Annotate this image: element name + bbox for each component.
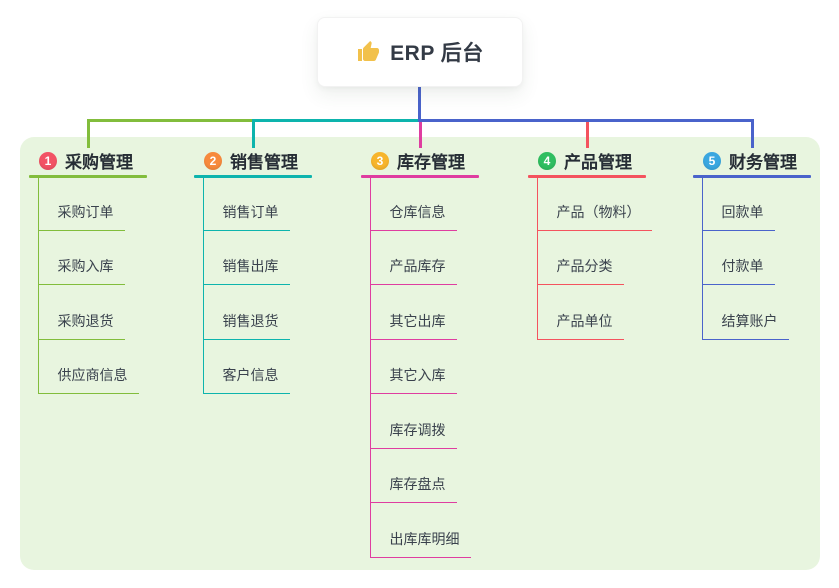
branch-node[interactable]: 4 产品管理 xyxy=(528,146,646,175)
connector-segment xyxy=(418,119,754,122)
branch-column: 3 库存管理 仓库信息 产品库存 其它出库 其它入库 库存调拨 库存盘点 出库库… xyxy=(361,146,479,558)
child-node[interactable]: 结算账户 xyxy=(702,285,789,340)
child-node-label: 采购订单 xyxy=(57,203,114,220)
child-node[interactable]: 销售出库 xyxy=(203,231,290,285)
child-node[interactable]: 产品分类 xyxy=(537,231,624,285)
branch-number-badge: 4 xyxy=(538,151,556,170)
child-node-label: 销售订单 xyxy=(222,203,279,220)
child-node[interactable]: 出库库明细 xyxy=(370,503,471,558)
child-node-label: 产品分类 xyxy=(556,258,613,274)
branch-label: 销售管理 xyxy=(230,153,298,172)
child-node-label: 产品（物料） xyxy=(556,203,641,220)
branch-underline xyxy=(361,175,479,178)
child-node[interactable]: 产品库存 xyxy=(370,231,457,285)
branch-column: 1 采购管理 采购订单 采购入库 采购退货 供应商信息 xyxy=(29,146,147,394)
child-node-label: 采购退货 xyxy=(57,312,114,329)
branch-node[interactable]: 2 销售管理 xyxy=(194,146,312,175)
child-node-label: 库存调拨 xyxy=(389,421,446,438)
connector-segment xyxy=(86,119,90,148)
child-node-label: 其它入库 xyxy=(389,367,446,383)
child-node-label: 出库库明细 xyxy=(389,530,460,547)
child-node[interactable]: 其它入库 xyxy=(370,340,457,394)
connector-segment xyxy=(418,87,421,121)
branch-node[interactable]: 1 采购管理 xyxy=(29,146,147,175)
thumbs-up-icon xyxy=(358,41,380,61)
branch-label: 财务管理 xyxy=(729,153,797,172)
child-node[interactable]: 付款单 xyxy=(702,231,775,285)
branch-column: 5 财务管理 回款单 付款单 结算账户 xyxy=(693,146,811,340)
child-node-label: 付款单 xyxy=(721,258,764,274)
branch-column: 4 产品管理 产品（物料） 产品分类 产品单位 xyxy=(528,146,652,340)
child-node[interactable]: 销售退货 xyxy=(203,285,290,340)
child-node-label: 销售退货 xyxy=(222,312,279,329)
branch-number-badge: 1 xyxy=(39,151,57,170)
child-node[interactable]: 产品（物料） xyxy=(537,176,652,231)
child-node-label: 供应商信息 xyxy=(57,367,128,383)
branch-children: 仓库信息 产品库存 其它出库 其它入库 库存调拨 库存盘点 出库库明细 xyxy=(369,176,471,558)
branch-column: 2 销售管理 销售订单 销售出库 销售退货 客户信息 xyxy=(194,146,312,394)
child-node-label: 采购入库 xyxy=(57,258,114,274)
child-node-label: 结算账户 xyxy=(721,312,778,329)
branch-underline xyxy=(29,175,147,178)
child-node-label: 其它出库 xyxy=(389,312,446,329)
branch-label: 库存管理 xyxy=(397,153,465,172)
child-node[interactable]: 供应商信息 xyxy=(38,340,139,394)
connector-segment xyxy=(251,119,421,122)
branch-number-badge: 3 xyxy=(371,151,389,170)
branch-number-badge: 2 xyxy=(204,151,222,170)
child-node[interactable]: 产品单位 xyxy=(537,285,624,340)
child-node[interactable]: 回款单 xyxy=(702,176,775,231)
branch-node[interactable]: 3 库存管理 xyxy=(361,146,479,175)
child-node[interactable]: 采购订单 xyxy=(38,176,125,231)
child-node[interactable]: 采购入库 xyxy=(38,231,125,285)
branch-children: 产品（物料） 产品分类 产品单位 xyxy=(536,176,652,340)
branch-number-badge: 5 xyxy=(703,151,721,170)
branch-label: 采购管理 xyxy=(65,153,133,172)
root-node[interactable]: ERP 后台 xyxy=(317,17,523,87)
child-node-label: 产品单位 xyxy=(556,312,613,329)
child-node-label: 回款单 xyxy=(721,203,764,220)
child-node[interactable]: 销售订单 xyxy=(203,176,290,231)
child-node[interactable]: 仓库信息 xyxy=(370,176,457,231)
connector-segment xyxy=(750,119,754,148)
root-node-label: ERP 后台 xyxy=(390,42,484,65)
child-node[interactable]: 其它出库 xyxy=(370,285,457,340)
branches-panel xyxy=(20,137,820,570)
connector-segment xyxy=(585,119,589,148)
branch-underline xyxy=(194,175,312,178)
child-node[interactable]: 客户信息 xyxy=(203,340,290,394)
child-node[interactable]: 库存盘点 xyxy=(370,449,457,503)
branch-children: 采购订单 采购入库 采购退货 供应商信息 xyxy=(37,176,139,394)
child-node[interactable]: 采购退货 xyxy=(38,285,125,340)
connector-segment xyxy=(418,119,422,148)
branch-underline xyxy=(693,175,811,178)
child-node-label: 仓库信息 xyxy=(389,203,446,220)
child-node-label: 客户信息 xyxy=(222,367,279,383)
branch-underline xyxy=(528,175,646,178)
child-node-label: 销售出库 xyxy=(222,258,279,274)
connector-segment xyxy=(251,119,255,148)
child-node[interactable]: 库存调拨 xyxy=(370,394,457,449)
branch-children: 销售订单 销售出库 销售退货 客户信息 xyxy=(202,176,290,394)
branch-node[interactable]: 5 财务管理 xyxy=(693,146,811,175)
child-node-label: 库存盘点 xyxy=(389,476,446,492)
branch-label: 产品管理 xyxy=(564,153,632,172)
branch-children: 回款单 付款单 结算账户 xyxy=(701,176,789,340)
child-node-label: 产品库存 xyxy=(389,258,446,274)
